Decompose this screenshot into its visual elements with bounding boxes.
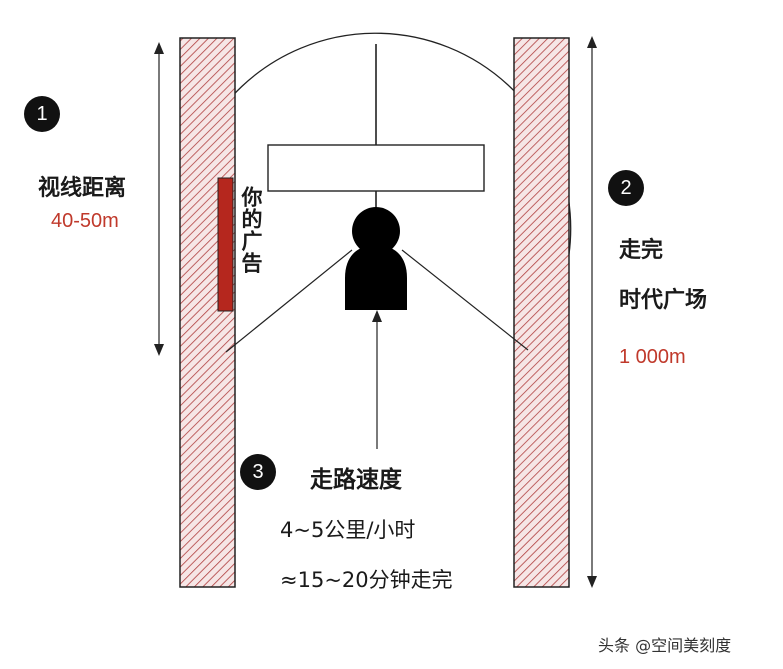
street-length-value: 1 000m — [619, 346, 686, 368]
street-length-title-line2: 时代广场 — [619, 288, 708, 313]
view-cone-left-line — [225, 249, 353, 353]
section-1-badge: 1 — [24, 96, 60, 132]
ad-label: 你的广告 — [239, 186, 263, 274]
person-icon — [345, 207, 407, 310]
left-building-wall — [179, 37, 236, 588]
right-building-wall — [513, 37, 570, 588]
billboard-rect — [267, 144, 485, 192]
section-2-badge: 2 — [608, 170, 644, 206]
view-distance-value: 40-50m — [51, 210, 119, 232]
watermark: 头条 @空间美刻度 — [598, 636, 732, 655]
walking-arrow-head — [372, 310, 382, 322]
section-3-badge: 3 — [240, 454, 276, 490]
street-length-title-line1: 走完 — [619, 238, 664, 263]
view-distance-title: 视线距离 — [38, 176, 127, 201]
street-length-arrow — [587, 36, 597, 588]
walking-speed-rate: 4~5公里/小时 — [280, 518, 416, 542]
view-cone-right-line — [401, 249, 529, 351]
walking-speed-duration: ≈15~20分钟走完 — [280, 568, 453, 592]
walking-speed-title: 走路速度 — [310, 467, 402, 493]
view-distance-arrow — [154, 42, 164, 356]
ad-panel — [217, 177, 234, 312]
